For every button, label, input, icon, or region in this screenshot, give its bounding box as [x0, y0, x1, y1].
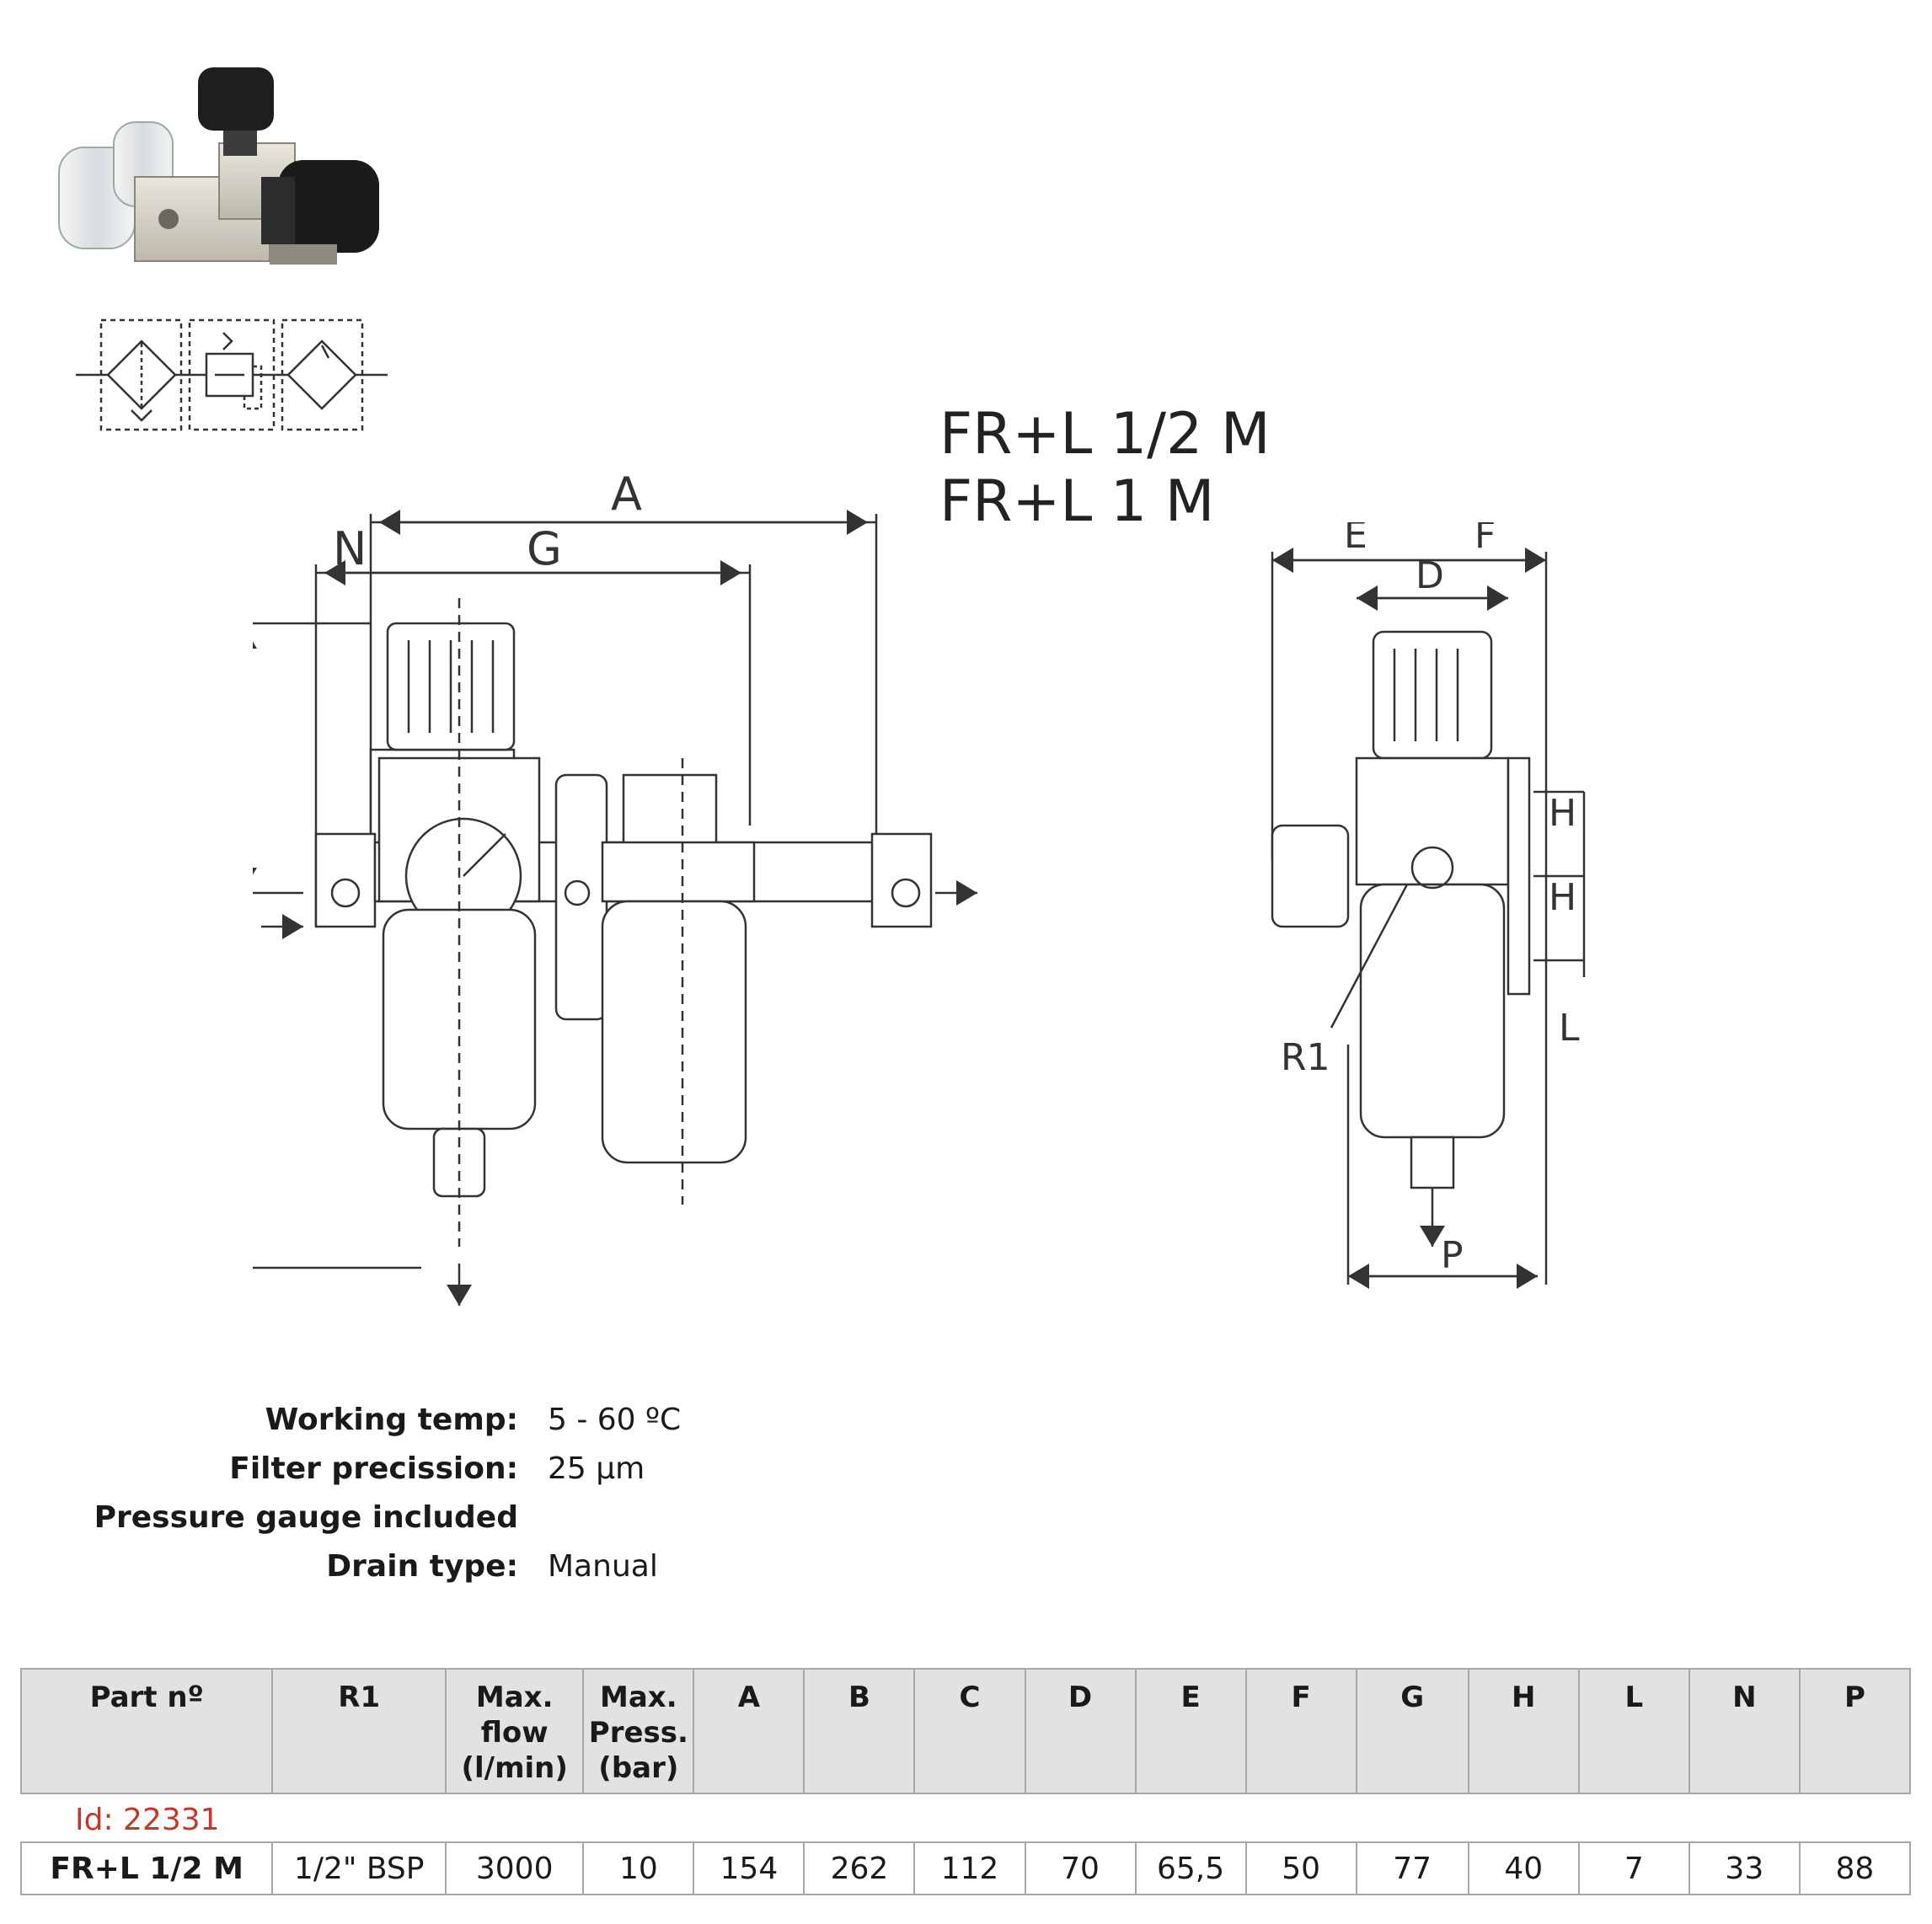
- table-cell: 1/2" BSP: [271, 1841, 447, 1895]
- model-title-1: FR+L 1/2 M: [939, 401, 1271, 468]
- column-header: Max. Press. (bar): [582, 1668, 695, 1794]
- spec-list: Working temp: 5 - 60 ºC Filter precissio…: [84, 1403, 927, 1598]
- dim-label-r1: R1: [1281, 1036, 1330, 1079]
- dim-label-e: E: [1344, 522, 1367, 557]
- spec-row-filter-precision: Filter precission: 25 µm: [84, 1451, 927, 1500]
- front-view-drawing: A N G C B: [253, 472, 977, 1306]
- table-cell: 3000: [445, 1841, 585, 1895]
- spec-row-drain-type: Drain type: Manual: [84, 1549, 927, 1598]
- side-view-drawing: E F D H H L R1 P: [1271, 522, 1586, 1289]
- table-cell: FR+L 1/2 M: [19, 1841, 274, 1895]
- column-header: R1: [271, 1668, 447, 1794]
- dim-label-f: F: [1474, 522, 1496, 557]
- dim-label-p: P: [1441, 1234, 1464, 1277]
- column-header: L: [1577, 1668, 1690, 1794]
- spec-row-working-temp: Working temp: 5 - 60 ºC: [84, 1403, 927, 1451]
- pneumatic-filter-regulator-lubricator-symbol: [76, 318, 388, 431]
- column-header: P: [1798, 1668, 1912, 1794]
- dim-label-d: D: [1416, 554, 1444, 597]
- column-header: G: [1355, 1668, 1469, 1794]
- spec-value: 5 - 60 ºC: [548, 1403, 682, 1437]
- table-cell: 88: [1798, 1841, 1912, 1895]
- table-cell: 50: [1244, 1841, 1357, 1895]
- part-id-label: Id: 22331: [75, 1803, 220, 1837]
- table-cell: 262: [803, 1841, 916, 1895]
- table-cell: 7: [1577, 1841, 1690, 1895]
- dim-label-n: N: [333, 522, 367, 575]
- column-header: H: [1467, 1668, 1580, 1794]
- dim-label-h1: H: [1549, 792, 1576, 835]
- table-cell: 10: [582, 1841, 695, 1895]
- table-cell: 112: [913, 1841, 1026, 1895]
- spec-row-pressure-gauge: Pressure gauge included: [84, 1500, 927, 1549]
- column-header: N: [1688, 1668, 1801, 1794]
- dim-label-a: A: [611, 472, 642, 521]
- table-cell: 33: [1688, 1841, 1801, 1895]
- model-title-2: FR+L 1 M: [939, 468, 1215, 535]
- column-header: Max. flow (l/min): [445, 1668, 585, 1794]
- table-cell: 40: [1467, 1841, 1580, 1895]
- spec-value: 25 µm: [548, 1451, 645, 1486]
- spec-value: Manual: [548, 1549, 658, 1584]
- dim-label-h2: H: [1549, 876, 1576, 919]
- spec-label: Drain type:: [326, 1549, 518, 1584]
- dim-label-g: G: [527, 522, 562, 575]
- spec-label: Filter precission:: [229, 1451, 518, 1486]
- column-header: E: [1134, 1668, 1247, 1794]
- id-row: Id: 22331: [21, 1793, 1910, 1842]
- column-header: A: [693, 1668, 805, 1794]
- column-header: C: [913, 1668, 1026, 1794]
- table-cell: 70: [1024, 1841, 1137, 1895]
- dim-label-l: L: [1559, 1007, 1580, 1050]
- table-row: FR+L 1/2 M 1/2" BSP 3000 10 154 262 112 …: [19, 1841, 1912, 1895]
- column-header: F: [1244, 1668, 1357, 1794]
- column-header: B: [803, 1668, 916, 1794]
- column-header: Part nº: [19, 1668, 274, 1794]
- table-header-row: Part nº R1 Max. flow (l/min) Max. Press.…: [19, 1668, 1912, 1794]
- spec-label: Pressure gauge included: [94, 1500, 518, 1535]
- parameter-table: Part nº R1 Max. flow (l/min) Max. Press.…: [19, 1668, 1912, 1895]
- table-cell: 65,5: [1134, 1841, 1247, 1895]
- spec-label: Working temp:: [265, 1403, 518, 1437]
- column-header: D: [1024, 1668, 1137, 1794]
- table-cell: 154: [693, 1841, 805, 1895]
- table-cell: 77: [1355, 1841, 1469, 1895]
- frl-unit-photo: [58, 67, 379, 265]
